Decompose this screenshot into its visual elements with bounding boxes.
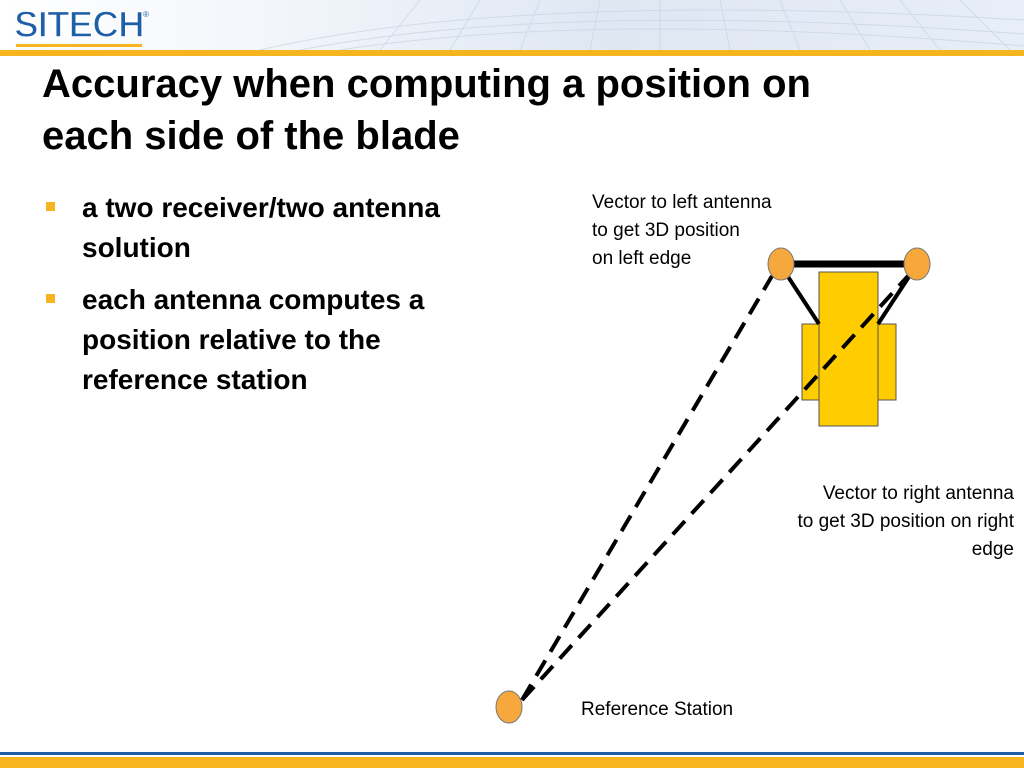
label-line: to get 3D position — [592, 220, 740, 241]
label-line: on left edge — [592, 248, 692, 269]
right-vector-line — [520, 274, 910, 702]
trademark-icon: ® — [143, 10, 149, 19]
right-antenna — [903, 247, 931, 281]
bullet-line: a two receiver/two antenna — [82, 192, 440, 223]
logo-underline — [16, 44, 142, 47]
header-rule — [0, 50, 1024, 56]
bullet-line: each antenna computes a — [82, 284, 425, 315]
left-vector-line — [520, 274, 774, 702]
bullet-line: reference station — [82, 364, 308, 395]
page-title: Accuracy when computing a position on ea… — [42, 58, 982, 162]
bullet-line: solution — [82, 232, 191, 263]
sitech-logo: SITECH — [13, 3, 145, 46]
label-line: to get 3D position on right — [797, 511, 1014, 532]
footer-blue-rule — [0, 752, 1024, 755]
bullet-item: each antenna computes a position relativ… — [44, 280, 544, 400]
reference-station-marker — [495, 690, 523, 724]
header-grid-pattern — [259, 0, 1024, 50]
left-vector-label: Vector to left antenna to get 3D positio… — [592, 189, 822, 273]
label-line: Vector to right antenna — [822, 483, 1014, 504]
bullet-list: a two receiver/two antenna solution each… — [44, 188, 544, 412]
right-vector-label: Vector to right antenna to get 3D positi… — [740, 480, 1014, 564]
reference-station-label: Reference Station — [581, 699, 734, 720]
page-title-line-2: each side of the blade — [42, 114, 460, 158]
square-bullet-icon — [46, 202, 55, 211]
machine-body — [818, 271, 879, 427]
label-line: Vector to left antenna — [592, 192, 772, 213]
footer-gold-rule — [0, 757, 1024, 768]
bullet-item: a two receiver/two antenna solution — [44, 188, 544, 268]
left-antenna — [767, 247, 795, 281]
page-title-line-1: Accuracy when computing a position on — [42, 62, 811, 106]
square-bullet-icon — [46, 294, 55, 303]
label-line: edge — [971, 539, 1014, 560]
header-band: SITECH ® — [0, 0, 1024, 50]
bullet-line: position relative to the — [82, 324, 381, 355]
